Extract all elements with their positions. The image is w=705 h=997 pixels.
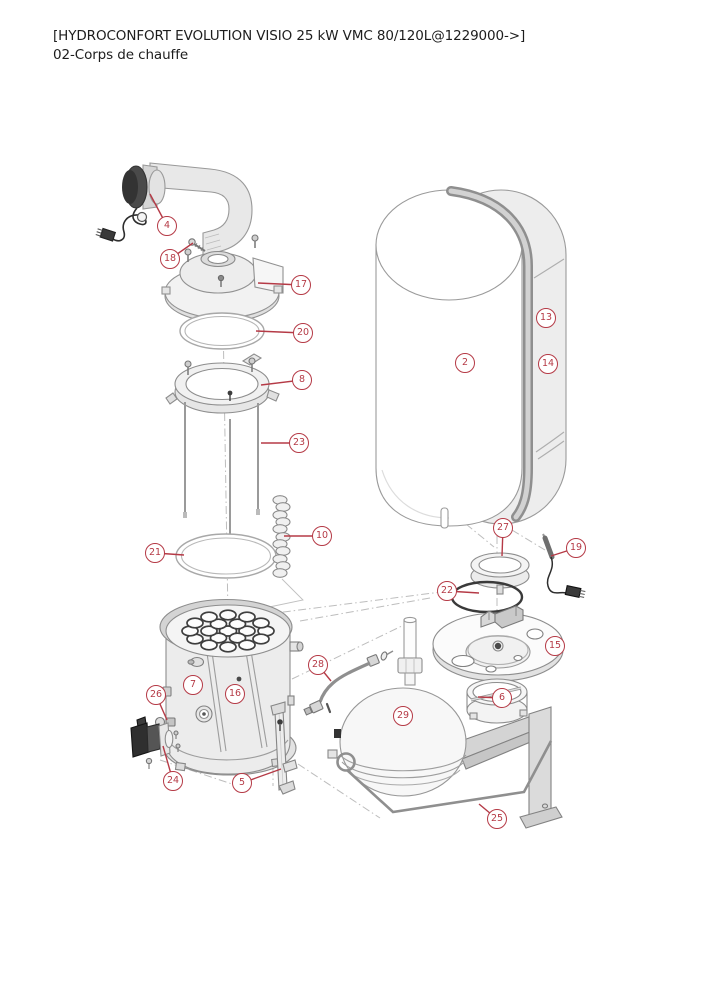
leader-line-19 xyxy=(550,547,577,557)
leader-line-8 xyxy=(260,379,303,386)
leader-line-22 xyxy=(446,590,480,594)
leader-line-18 xyxy=(169,242,194,260)
tie-rods xyxy=(183,402,260,547)
burner-plate xyxy=(432,605,564,682)
leader-line-27 xyxy=(501,527,504,557)
leader-line-4 xyxy=(149,193,168,227)
fan-assembly xyxy=(95,162,253,257)
support-wire xyxy=(336,740,553,814)
igniter-block xyxy=(130,716,181,769)
leader-line-24 xyxy=(162,745,174,782)
title-block: [HYDROCONFORT EVOLUTION VISIO 25 kW VMC … xyxy=(53,27,525,65)
leader-line-25 xyxy=(478,803,498,820)
clamp-flange xyxy=(165,353,280,414)
leader-line-5 xyxy=(241,768,282,784)
leader-line-26 xyxy=(155,694,168,721)
dip-tube xyxy=(397,616,423,686)
page-title: [HYDROCONFORT EVOLUTION VISIO 25 kW VMC … xyxy=(53,28,526,44)
inner-tank xyxy=(375,189,523,529)
temperature-probe xyxy=(542,533,586,599)
leader-line-17 xyxy=(257,282,302,286)
lower-gasket xyxy=(175,533,277,579)
baffle-stack xyxy=(254,495,304,611)
leader-line-20 xyxy=(255,330,304,334)
tank-strap xyxy=(446,186,533,522)
anode-cup xyxy=(470,552,530,595)
screw-18 xyxy=(188,238,206,252)
leader-line-6 xyxy=(477,696,503,699)
burner-collar xyxy=(466,678,528,724)
leader-line-28 xyxy=(317,664,332,682)
fan-housing-cover xyxy=(161,234,284,323)
leader-line-21 xyxy=(154,552,185,556)
page-subtitle: 02-Corps de chauffe xyxy=(53,47,189,63)
supply-pipe xyxy=(303,650,394,716)
flue-holes xyxy=(181,609,275,653)
